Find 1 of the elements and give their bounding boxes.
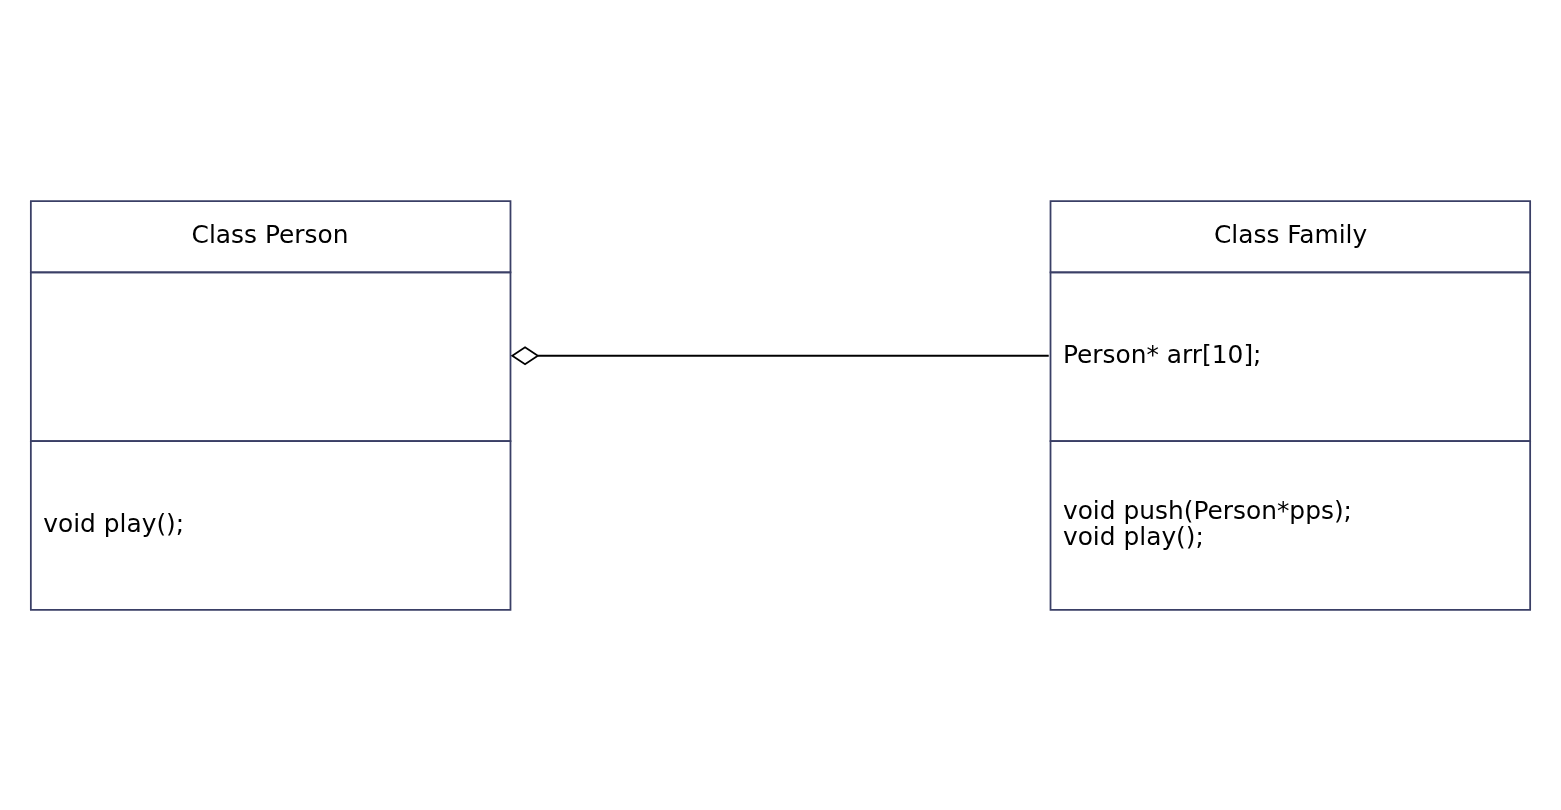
connector bbox=[510, 345, 1050, 365]
